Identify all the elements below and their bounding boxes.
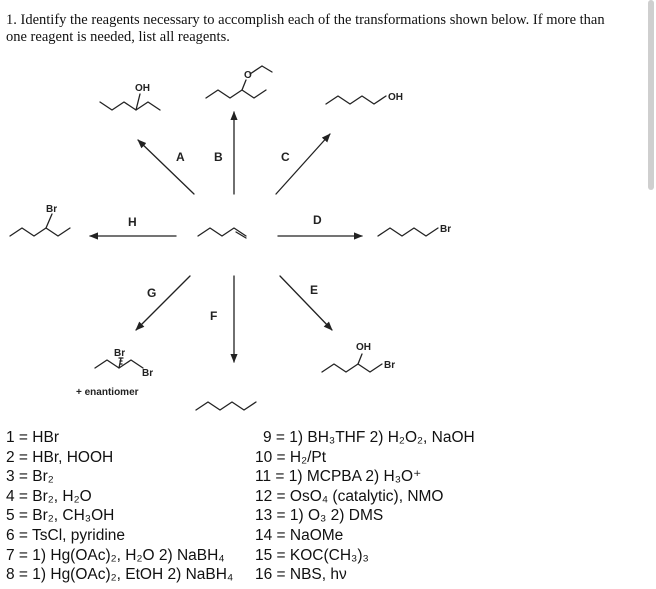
reagent-13: 13 = 1) O₃ 2) DMS [255,507,384,525]
label-br-g1: Br [114,348,125,359]
arrow-label-d: D [313,213,322,227]
reagent-list-left: 1 = HBr 2 = HBr, HOOH 3 = Br₂ 4 = Br₂, H… [6,428,233,585]
reagent-3: 3 = Br₂ [6,468,54,486]
product-e-bromohydrin [321,363,383,373]
reagent-8: 8 = 1) Hg(OAc)₂, EtOH 2) NaBH₄ [6,566,234,584]
label-br-d: Br [440,224,451,235]
label-br-e: Br [384,360,395,371]
label-enantiomer: + enantiomer [76,387,139,398]
reagent-6: 6 = TsCl, pyridine [6,526,126,544]
reagent-list-right: 9 = 1) BH₃THF 2) H₂O₂, NaOH 10 = H₂/Pt 1… [255,428,475,585]
reagent-7: 7 = 1) Hg(OAc)₂, H₂O 2) NaBH₄ [6,546,225,564]
arrow-label-g: G [147,286,156,300]
arrow-a [137,139,195,195]
label-br-h: Br [46,204,57,215]
label-o-ether: O [244,70,252,81]
reagent-1: 1 = HBr [6,429,59,446]
product-c-alcohol [325,95,387,105]
reagent-10: 10 = H₂/Pt [255,448,327,466]
product-a-alcohol [99,101,161,111]
reaction-scheme: OH O OH Br Br Br Br OH Br + enantiomer A… [9,65,451,411]
reagent-4: 4 = Br₂, H₂O [6,487,92,505]
arrow-label-b: B [214,150,223,164]
reagent-11: 11 = 1) MCPBA 2) H₃O⁺ [255,468,422,486]
reagent-15: 15 = KOC(CH₃)₃ [255,546,369,564]
arrow-label-h: H [128,215,137,229]
label-oh-a: OH [135,83,150,94]
reagent-2: 2 = HBr, HOOH [6,448,114,466]
arrow-label-e: E [310,283,318,297]
product-h-bromide [9,227,71,237]
reagent-9: 9 = 1) BH₃THF 2) H₂O₂, NaOH [263,429,475,446]
reagent-5: 5 = Br₂, CH₃OH [6,507,115,525]
scrollbar[interactable] [648,0,654,190]
product-b-ether [205,89,267,99]
arrow-label-c: C [281,150,290,164]
reagent-16: 16 = NBS, hν [255,566,347,584]
product-f-alkane [195,401,257,411]
central-alkene [197,227,247,237]
arrow-g [135,275,191,331]
arrow-label-f: F [210,309,217,323]
reagent-12: 12 = OsO₄ (catalytic), NMO [255,487,444,505]
label-oh-e: OH [356,342,371,353]
arrow-e [279,275,333,331]
product-d-bromide [377,227,439,237]
question-text: 1. Identify the reagents necessary to ac… [6,12,605,45]
arrow-label-a: A [176,150,185,164]
label-br-g2: Br [142,368,153,379]
label-oh-c: OH [388,92,403,103]
arrow-c [275,133,331,195]
reagent-14: 14 = NaOMe [255,526,344,544]
